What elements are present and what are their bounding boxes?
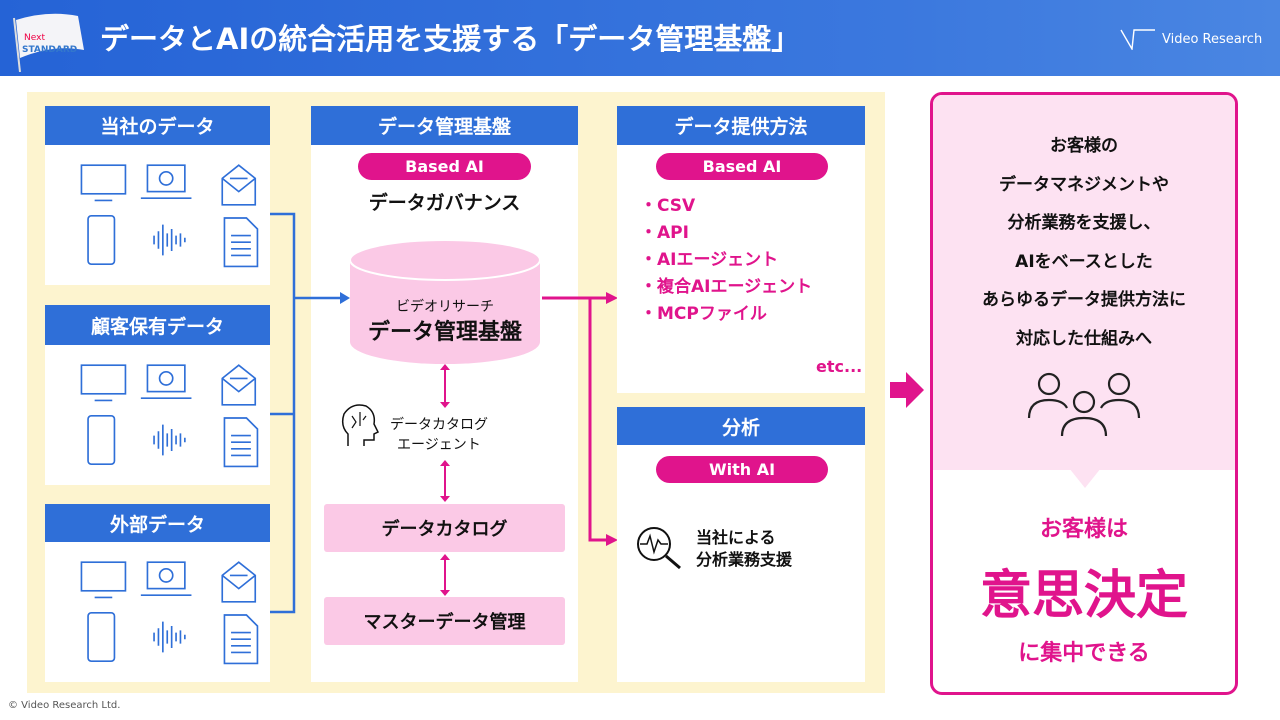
analysis-magnifier-icon [637, 527, 681, 570]
logo-text: Video Research [1162, 31, 1263, 47]
data-source-icons [80, 561, 259, 665]
card-line: AIをベースとした [1015, 251, 1153, 272]
video-research-logo: Video Research [1120, 28, 1262, 50]
outcome-card: お客様の データマネジメントや 分析業務を支援し、 AIをベースとした あらゆる… [930, 92, 1238, 695]
agent-label-line1: データカタログ [390, 417, 488, 433]
analysis-line1: 当社による [696, 528, 776, 547]
based-ai-badge: Based AI [656, 153, 828, 180]
source-title: 当社のデータ [45, 106, 270, 145]
delivery-item: ・MCPファイル [640, 304, 767, 324]
vr-logo-icon [1120, 29, 1155, 50]
header-bar [0, 0, 1280, 76]
result-headline: 意思決定 [979, 566, 1188, 626]
svg-text:Next: Next [24, 33, 45, 43]
with-ai-badge: With AI [656, 456, 828, 483]
result-line1: お客様は [1039, 517, 1128, 542]
ai-brain-head-icon [341, 404, 380, 446]
bidirectional-arrows [440, 364, 450, 596]
platform-title: データ管理基盤 [311, 106, 578, 145]
etc-label: etc... [816, 357, 863, 376]
speech-tail [1069, 468, 1101, 488]
db-subtitle: ビデオリサーチ [396, 299, 494, 315]
analysis-box [617, 407, 865, 682]
delivery-method-list: ・CSV ・API ・AIエージェント ・複合AIエージェント ・MCPファイル [640, 193, 812, 328]
data-catalog-box: データカタログ [324, 504, 565, 552]
customers-group-icon [1027, 372, 1141, 437]
master-data-box: マスターデータ管理 [324, 597, 565, 645]
result-line3: に集中できる [1018, 641, 1150, 666]
card-line: 対応した仕組みへ [1016, 328, 1152, 349]
governance-label: データガバナンス [368, 192, 521, 214]
card-line: あらゆるデータ提供方法に [982, 290, 1186, 310]
based-ai-badge: Based AI [358, 153, 531, 180]
source-title: 外部データ [45, 504, 270, 542]
flow-connectors [270, 212, 618, 614]
source-title: 顧客保有データ [45, 305, 270, 345]
data-source-icons [80, 364, 259, 468]
next-standard-flag-logo: Next STANDARD [13, 13, 84, 72]
analysis-title: 分析 [617, 407, 865, 445]
agent-label-line2: エージェント [397, 437, 481, 453]
delivery-item: ・API [640, 223, 689, 243]
delivery-title: データ提供方法 [617, 106, 865, 145]
right-arrow-icon [890, 372, 924, 408]
delivery-item: ・CSV [640, 196, 696, 216]
analysis-line2: 分析業務支援 [696, 550, 793, 569]
db-title: データ管理基盤 [367, 320, 522, 345]
card-line: データマネジメントや [999, 174, 1169, 195]
svg-text:STANDARD: STANDARD [22, 45, 77, 55]
data-source-icons [80, 164, 259, 268]
delivery-item: ・AIエージェント [640, 250, 779, 270]
delivery-item: ・複合AIエージェント [640, 277, 813, 297]
page-title: データとAIの統合活用を支援する「データ管理基盤」 [100, 22, 801, 56]
outcome-card-top [933, 95, 1235, 470]
outcome-description: お客様の データマネジメントや 分析業務を支援し、 AIをベースとした あらゆる… [933, 127, 1235, 358]
card-line: 分析業務を支援し、 [1007, 213, 1161, 233]
database-cylinder-icon [349, 239, 541, 364]
copyright: © Video Research Ltd. [8, 700, 121, 711]
card-line: お客様の [1050, 136, 1118, 156]
